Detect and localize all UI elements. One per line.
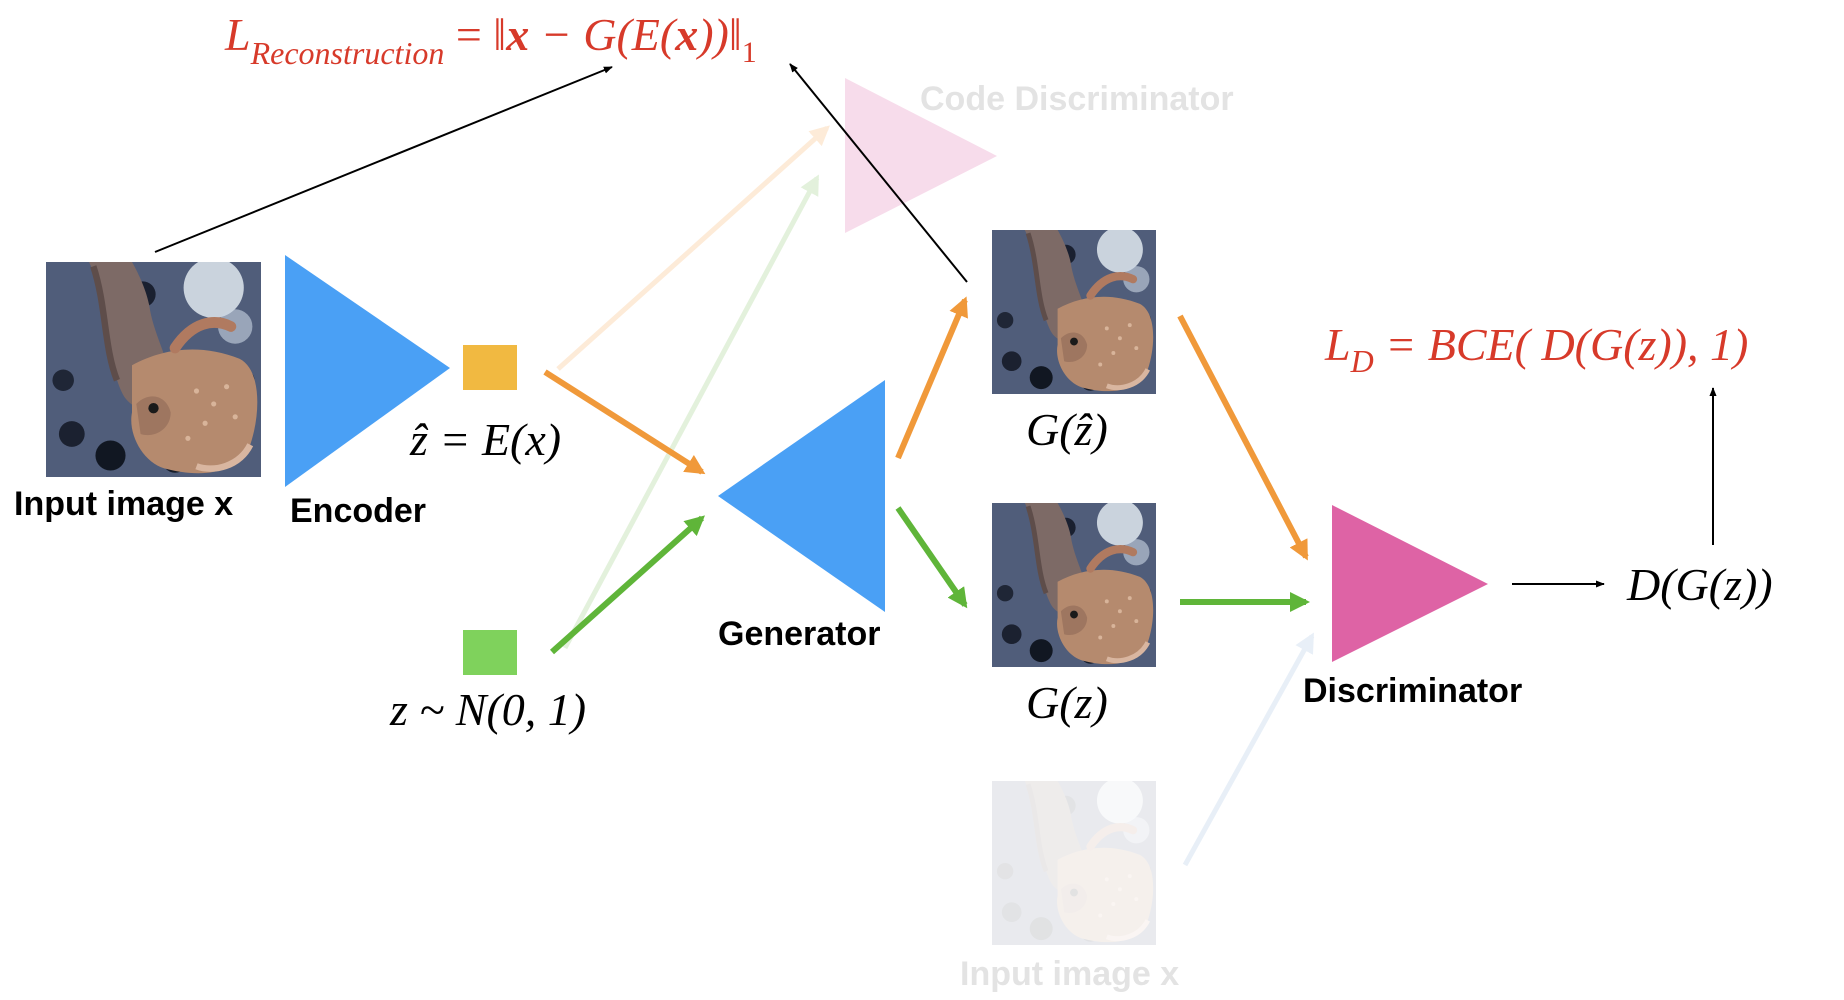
loss-recon-sub: Reconstruction <box>250 35 445 71</box>
loss-recon-eq-a: = ‖ <box>444 9 506 60</box>
loss-d-L: L <box>1324 319 1351 370</box>
arrow-z-to-generator <box>550 515 705 655</box>
discriminator-shape <box>1332 505 1488 662</box>
arrow-generator-to-g-z-hat <box>895 296 968 460</box>
g-z-label: G(z) <box>1026 677 1108 728</box>
code-discriminator-shape <box>845 78 997 233</box>
encoder-label: Encoder <box>290 492 426 530</box>
loss-recon-eq-c: ))‖ <box>695 9 742 60</box>
arrow-generator-to-g-z <box>895 506 968 609</box>
loss-d-equation: LD = BCE( D(G(z)), 1) <box>1324 319 1748 379</box>
encoder-shape <box>285 255 450 487</box>
z-hat-code <box>463 345 517 390</box>
generated-image-z-hat <box>992 227 1156 394</box>
arrow-zhat-to-generator <box>543 369 706 475</box>
arrow-input-to-reconstruction-loss <box>154 66 613 253</box>
g-z-hat-label: G(ẑ) <box>1026 404 1108 455</box>
loss-reconstruction-equation: LReconstruction = ‖x − G(E(x))‖1 <box>224 9 757 71</box>
loss-recon-L: L <box>224 9 251 60</box>
arrow-g-z-hat-to-discriminator <box>1177 314 1309 561</box>
loss-d-eq: = BCE( D(G(z)), 1) <box>1374 319 1749 370</box>
loss-recon-norm: 1 <box>742 36 757 69</box>
input-image-faded-label: Input image x <box>960 955 1179 993</box>
loss-recon-x: x <box>505 9 529 60</box>
code-discriminator-label: Code Discriminator <box>920 80 1234 118</box>
discriminator-label: Discriminator <box>1303 672 1522 710</box>
arrow-g-z-hat-to-reconstruction-loss <box>789 63 968 283</box>
d-g-z-label: D(G(z)) <box>1626 559 1773 610</box>
input-image-faded <box>992 778 1156 945</box>
z-prior-equation: z ~ N(0, 1) <box>389 684 586 735</box>
z-hat-equation: ẑ = E(x) <box>409 414 561 465</box>
loss-d-sub: D <box>1350 343 1374 379</box>
loss-recon-eq-b: − G(E( <box>529 9 678 60</box>
faint-arrow-real-image-to-discriminator <box>1182 632 1315 867</box>
input-image <box>46 258 261 477</box>
generator-shape <box>718 380 885 612</box>
loss-recon-x2: x <box>674 9 698 60</box>
faint-arrow-zhat-to-code-discriminator <box>556 125 830 371</box>
input-image-label: Input image x <box>14 485 233 523</box>
generator-label: Generator <box>718 615 881 653</box>
generated-image-z <box>992 500 1156 667</box>
faint-arrow-z-to-code-discriminator <box>562 174 820 650</box>
z-code <box>463 630 517 675</box>
